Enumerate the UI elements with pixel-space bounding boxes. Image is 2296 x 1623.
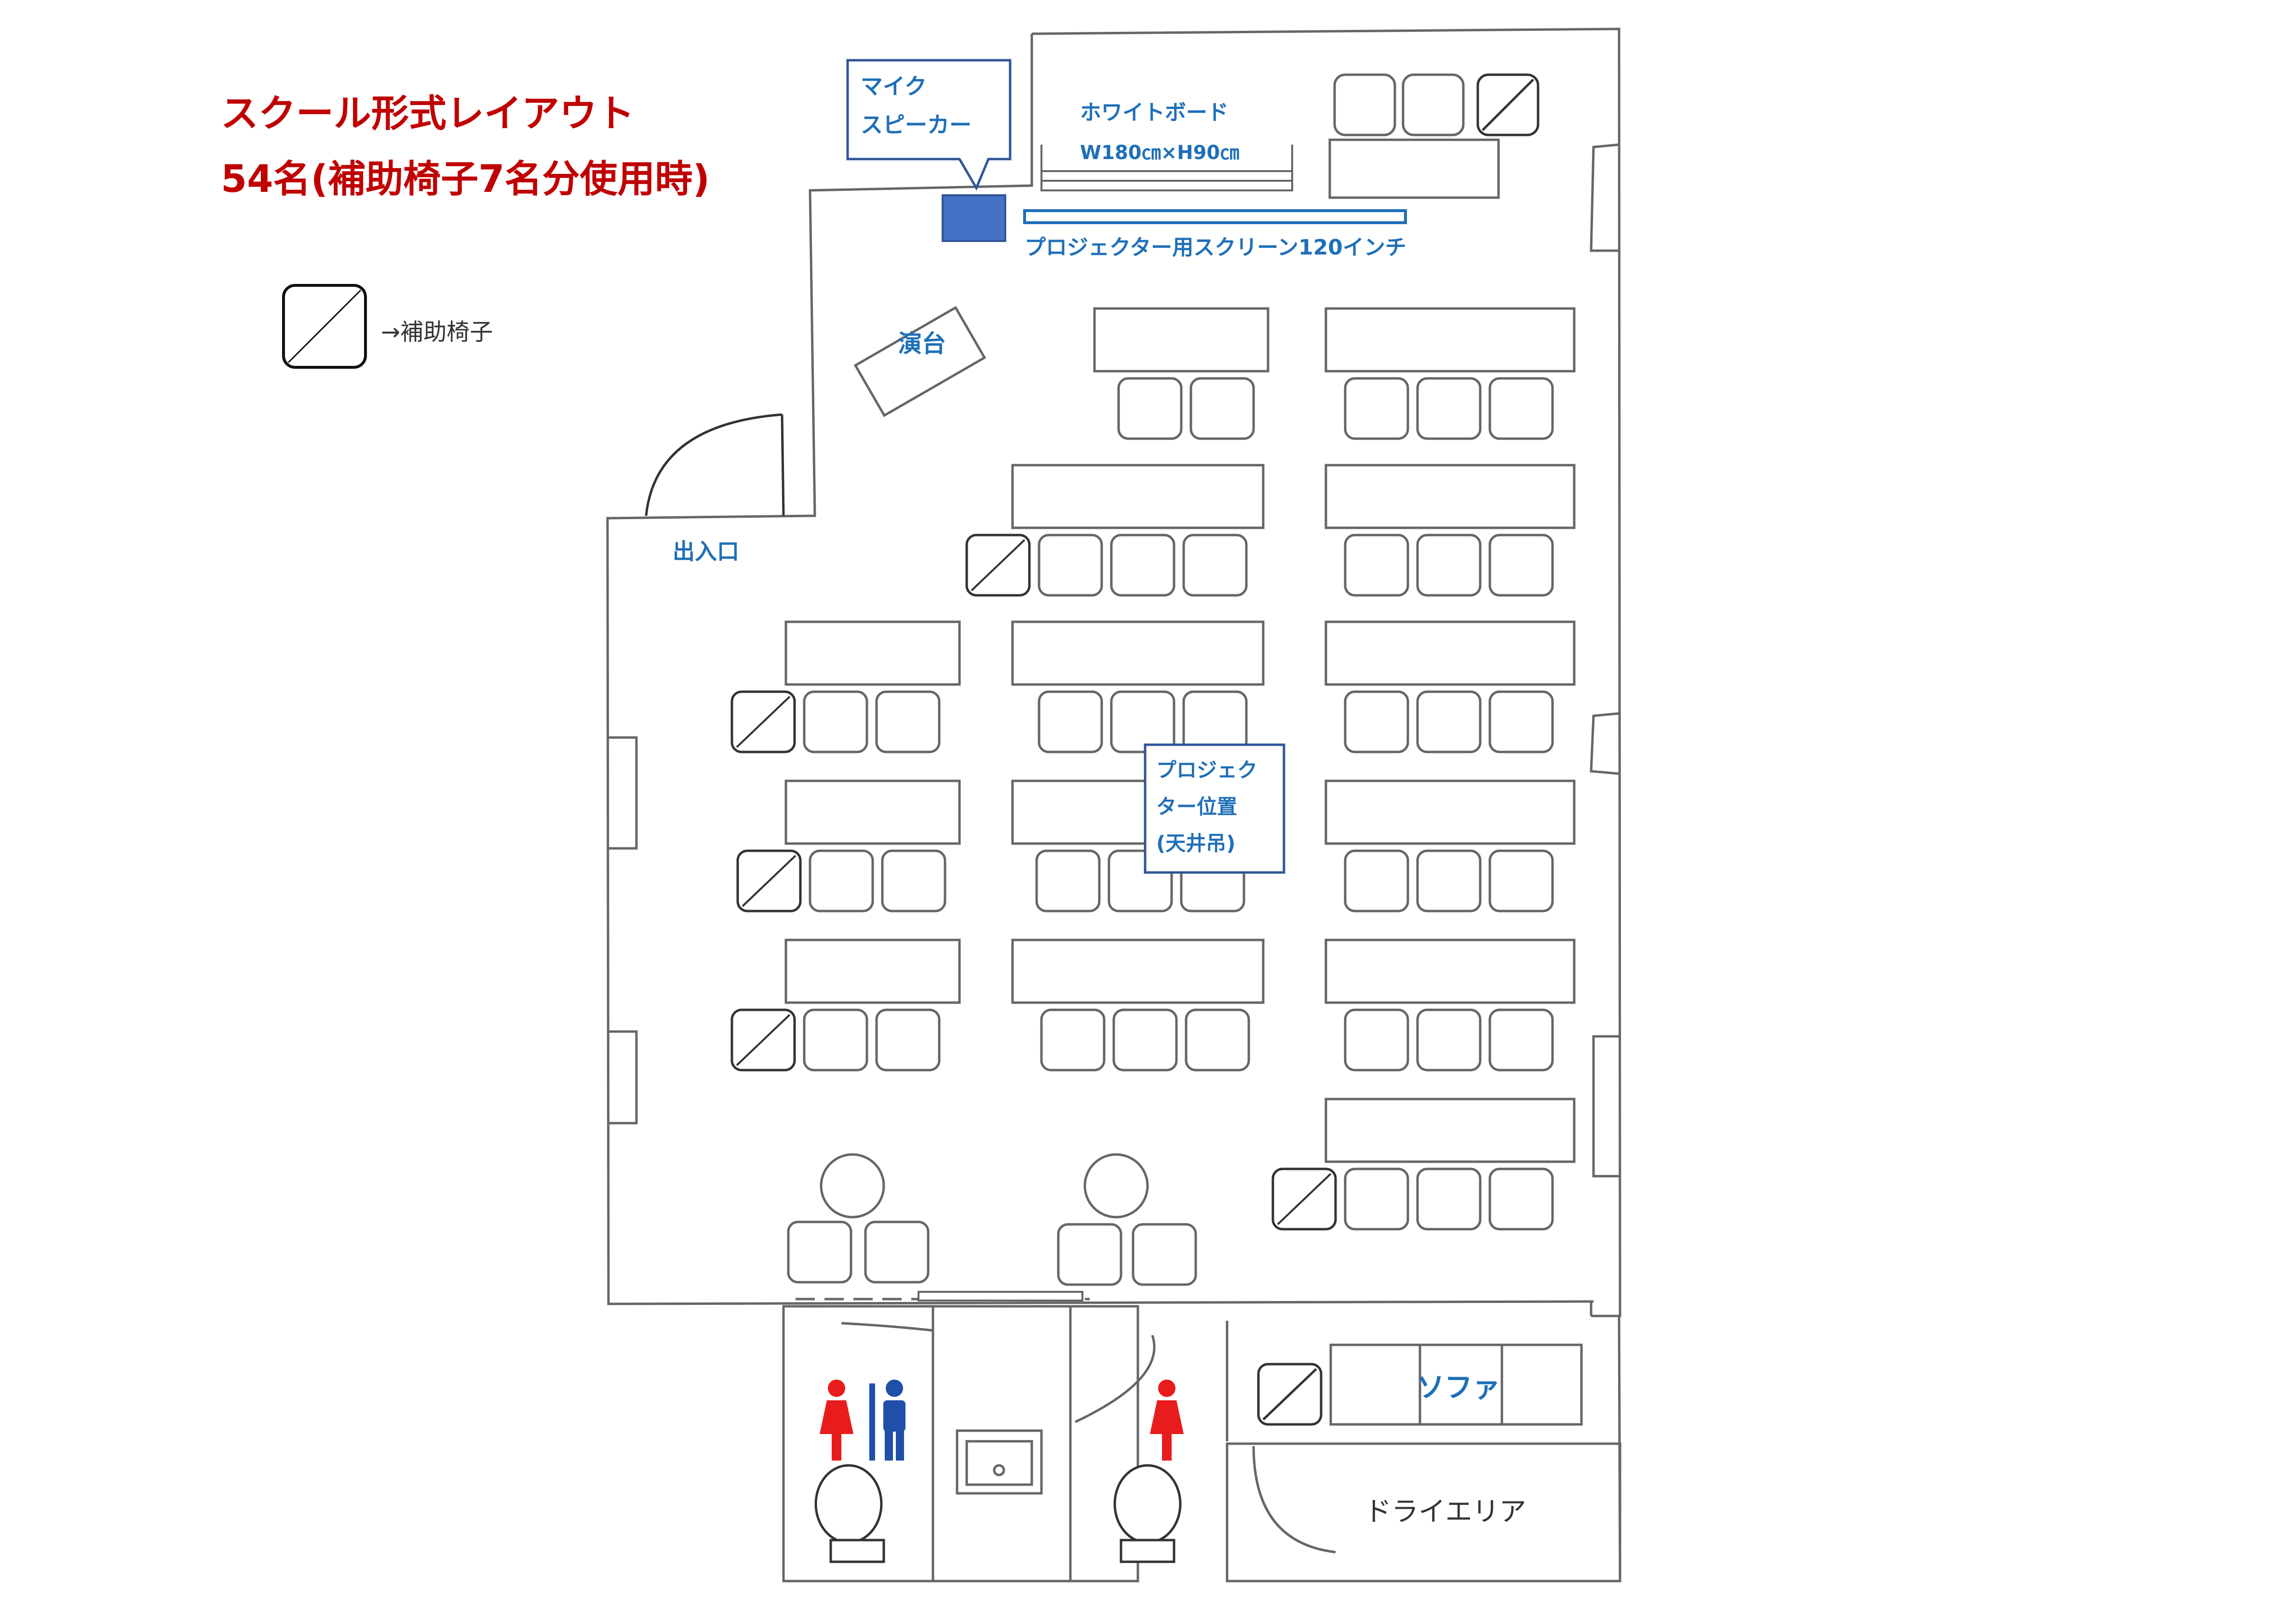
restroom-block bbox=[782, 1305, 1156, 1583]
table bbox=[1324, 307, 1576, 373]
male-icon bbox=[883, 1380, 905, 1461]
table bbox=[1324, 1098, 1576, 1163]
chair bbox=[1185, 1008, 1250, 1072]
female-icon bbox=[820, 1380, 853, 1461]
legend: →補助椅子 bbox=[282, 284, 493, 369]
auxiliary-chair-mark bbox=[736, 1014, 791, 1066]
chair bbox=[875, 1008, 941, 1072]
chair bbox=[1488, 690, 1554, 753]
entrance-door bbox=[645, 413, 785, 516]
chair bbox=[1416, 1167, 1482, 1231]
table bbox=[1093, 307, 1270, 373]
whiteboard-size: W180㎝×H90㎝ bbox=[1080, 142, 1239, 164]
chair bbox=[1416, 690, 1482, 753]
sink-icon bbox=[956, 1429, 1043, 1495]
chair bbox=[1344, 690, 1409, 753]
table bbox=[1324, 464, 1576, 529]
entrance-label: 出入口 bbox=[673, 538, 739, 564]
podium-label: 演台 bbox=[898, 330, 946, 358]
whiteboard bbox=[1040, 145, 1293, 191]
projector-screen bbox=[1023, 209, 1407, 224]
chair bbox=[1112, 1008, 1178, 1072]
projector-label-1: プロジェク bbox=[1156, 758, 1257, 782]
chair bbox=[1344, 1008, 1409, 1072]
toilet-icon-2 bbox=[1113, 1464, 1182, 1563]
chair bbox=[1038, 534, 1103, 597]
chair bbox=[1488, 849, 1554, 912]
projector-position-callout: プロジェク ター位置 (天井吊) bbox=[1144, 743, 1285, 874]
chair bbox=[803, 1008, 868, 1072]
chair bbox=[1344, 1167, 1409, 1231]
sofa-aux-chair bbox=[1257, 1363, 1323, 1426]
chair bbox=[1110, 534, 1175, 597]
chair bbox=[1416, 1008, 1482, 1072]
layout-title: スクール形式レイアウト bbox=[221, 92, 635, 135]
speaker-label: スピーカー bbox=[861, 112, 972, 138]
capacity-title: 54名(補助椅子7名分使用時) bbox=[221, 158, 710, 201]
chair bbox=[1416, 849, 1482, 912]
chair bbox=[1416, 534, 1482, 597]
threshold bbox=[918, 1291, 1083, 1301]
walls bbox=[606, 27, 1621, 1317]
podium bbox=[853, 306, 986, 417]
chair bbox=[809, 849, 874, 912]
legend-label: →補助椅子 bbox=[381, 319, 493, 346]
auxiliary-chair-mark bbox=[1277, 1173, 1332, 1225]
auxiliary-chair-icon bbox=[282, 284, 367, 369]
female-icon-2 bbox=[1150, 1380, 1184, 1461]
table bbox=[784, 620, 961, 686]
table bbox=[784, 939, 961, 1004]
chair bbox=[1182, 534, 1248, 597]
top-right-furniture bbox=[1328, 73, 1540, 199]
toilet-icon bbox=[814, 1464, 885, 1563]
auxiliary-chair-mark bbox=[742, 855, 797, 907]
furniture-layer bbox=[730, 307, 1576, 1231]
chair bbox=[1488, 377, 1554, 440]
table bbox=[1011, 939, 1265, 1004]
table bbox=[1324, 779, 1576, 845]
whiteboard-label: ホワイトボード bbox=[1080, 100, 1229, 125]
chair bbox=[1038, 690, 1103, 753]
chair bbox=[1488, 1167, 1554, 1231]
chair bbox=[1035, 849, 1101, 912]
chair bbox=[875, 690, 941, 753]
chair bbox=[1416, 377, 1482, 440]
round-tables bbox=[787, 1153, 1197, 1286]
chair bbox=[1488, 1008, 1554, 1072]
dry-area-label: ドライエリア bbox=[1364, 1496, 1526, 1528]
table bbox=[1324, 939, 1576, 1004]
table bbox=[1324, 620, 1576, 686]
chair bbox=[1110, 690, 1175, 753]
chair bbox=[1189, 377, 1255, 440]
speaker-box bbox=[942, 194, 1006, 242]
chair bbox=[881, 849, 946, 912]
projector-label-3: (天井吊) bbox=[1156, 832, 1235, 855]
chair bbox=[1344, 377, 1409, 440]
divider-bar bbox=[869, 1383, 875, 1461]
mic-label: マイク bbox=[861, 73, 927, 99]
sofa-label: ソファ bbox=[1417, 1371, 1500, 1404]
table bbox=[1011, 620, 1265, 686]
projector-label-2: ター位置 bbox=[1156, 795, 1237, 818]
screen-label: プロジェクター用スクリーン120インチ bbox=[1025, 235, 1406, 260]
chair bbox=[803, 690, 868, 753]
auxiliary-chair-mark bbox=[736, 696, 791, 748]
chair bbox=[1040, 1008, 1106, 1072]
chair bbox=[1488, 534, 1554, 597]
table bbox=[784, 779, 961, 845]
chair bbox=[1344, 849, 1409, 912]
mic-speaker-callout: マイク スピーカー bbox=[846, 59, 1012, 191]
chair bbox=[1344, 534, 1409, 597]
sofa bbox=[1329, 1343, 1583, 1426]
chair bbox=[1182, 690, 1248, 753]
auxiliary-chair-mark bbox=[971, 539, 1026, 591]
chair bbox=[1117, 377, 1183, 440]
table bbox=[1011, 464, 1265, 529]
